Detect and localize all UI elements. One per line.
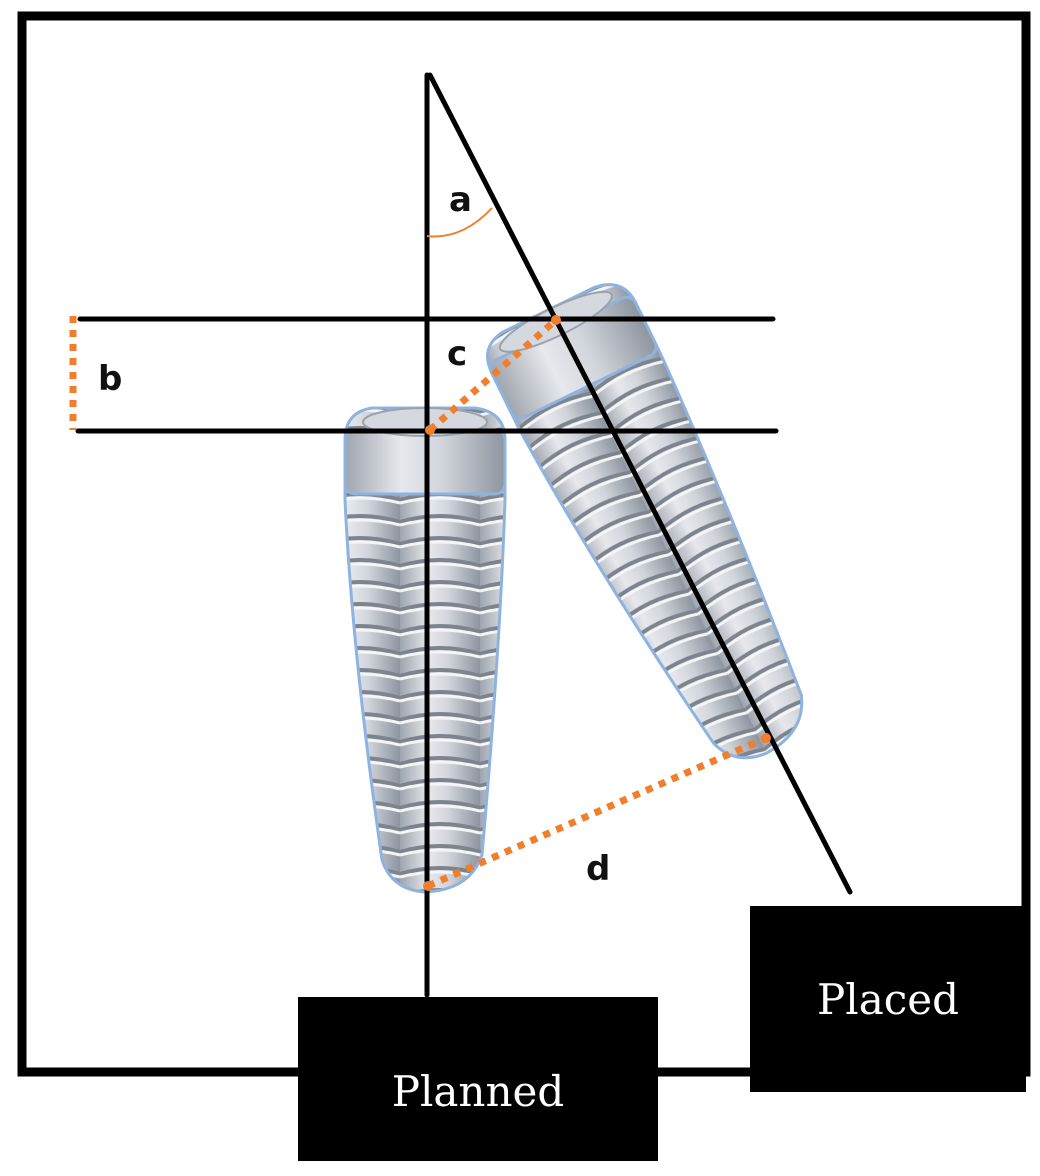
planned-label: Planned	[392, 1067, 565, 1116]
placed-axis-line	[427, 72, 853, 895]
label-c-coronal-deviation: c	[447, 334, 467, 374]
label-d-apical-deviation: d	[586, 849, 610, 889]
placed-coronal-point	[551, 315, 561, 325]
label-a-angular-deviation: a	[449, 180, 472, 220]
placed-label: Placed	[817, 975, 959, 1024]
planned-box: Planned	[298, 997, 658, 1161]
planned-apical-point	[423, 881, 433, 891]
apical-deviation-line	[426, 734, 768, 890]
placed-implant	[486, 283, 804, 760]
angle-arc	[426, 207, 493, 238]
planned-coronal-point	[425, 425, 435, 435]
placed-apical-point	[761, 733, 771, 743]
placed-box: Placed	[750, 906, 1026, 1092]
label-b-vertical-deviation: b	[98, 359, 122, 399]
